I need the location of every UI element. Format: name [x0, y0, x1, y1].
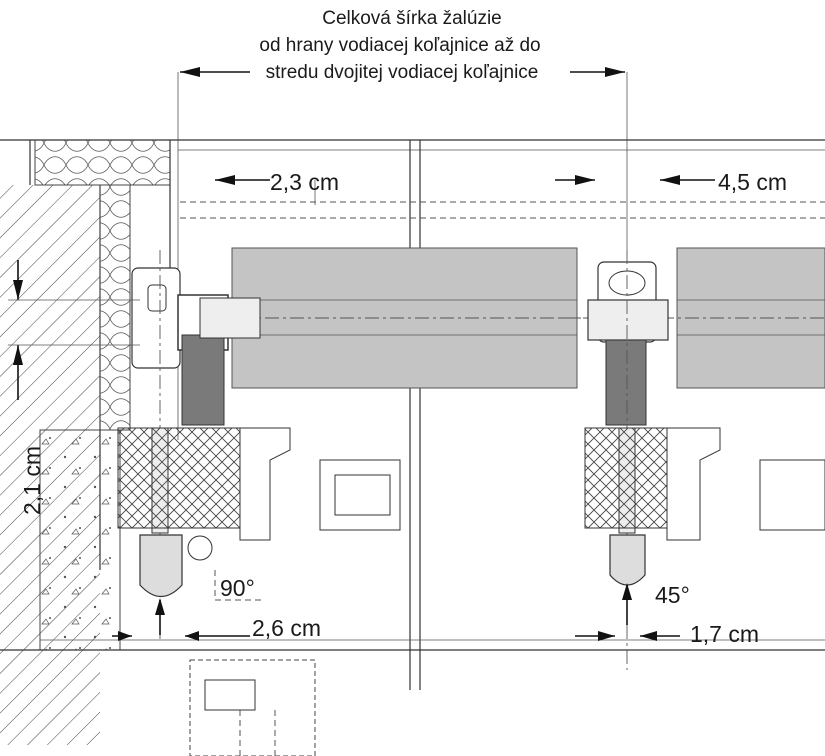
slat-pack-right — [560, 247, 825, 389]
label-90deg: 90° — [220, 575, 255, 601]
label-2-1cm: 2,1 cm — [19, 446, 45, 515]
window-frame-right — [584, 427, 825, 541]
label-2-6cm: 2,6 cm — [252, 615, 321, 641]
slat-pack-left — [140, 247, 600, 389]
title-line-1: Celková šírka žalúzie — [322, 8, 502, 29]
window-frame-left — [117, 427, 401, 541]
dimension-2-1cm: 2,1 cm — [8, 260, 140, 515]
angle-45: 45° — [622, 582, 690, 625]
label-4-5cm: 4,5 cm — [718, 169, 787, 195]
label-45deg: 45° — [655, 582, 690, 608]
dimension-1-7cm: 1,7 cm — [575, 621, 759, 647]
dimension-2-6cm: 2,6 cm — [112, 615, 321, 641]
frame-lines — [0, 140, 825, 690]
dimension-2-3cm: 2,3 cm — [215, 169, 339, 205]
dimension-4-5cm: 4,5 cm — [555, 169, 787, 195]
lower-frame-detail — [189, 659, 316, 756]
label-1-7cm: 1,7 cm — [690, 621, 759, 647]
angle-90: 90° — [155, 570, 265, 635]
title-line-2: od hrany vodiacej koľajnice až do — [259, 35, 540, 56]
label-2-3cm: 2,3 cm — [270, 169, 339, 195]
title-block: Celková šírka žalúzie od hrany vodiacej … — [259, 8, 540, 83]
overall-width-dimension — [177, 67, 628, 440]
title-line-3: stredu dvojitej vodiacej koľajnice — [266, 62, 539, 83]
